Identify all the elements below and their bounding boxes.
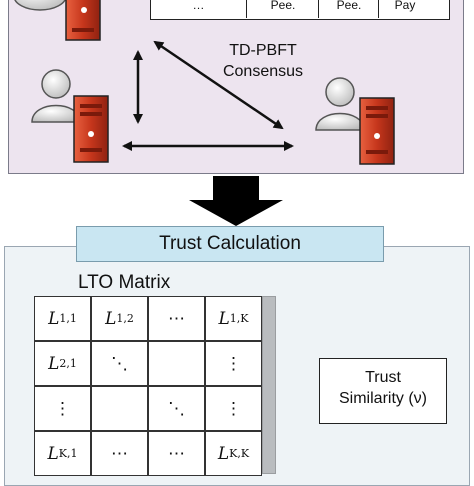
user-icon (315, 77, 365, 131)
table-cell-text: … (192, 0, 205, 12)
matrix-cell: ⋱ (91, 341, 148, 386)
server-icon (65, 0, 101, 41)
matrix-cell: ⋮ (205, 386, 262, 431)
matrix-cell-symbol: L (48, 308, 60, 329)
matrix-cell-symbol: ⋱ (168, 398, 185, 419)
diagonal-arrow (153, 40, 284, 130)
matrix-cell-subscript: 1,1 (59, 312, 77, 325)
matrix-cell: ⋮ (34, 386, 91, 431)
table-cell: Pee. (246, 0, 319, 18)
matrix-cell-symbol: ⋯ (111, 443, 128, 464)
matrix-cell-symbol: L (218, 308, 230, 329)
matrix-side-bar (262, 296, 276, 474)
matrix-cell: ⋮ (205, 341, 262, 386)
consensus-label-line2: Consensus (222, 63, 304, 80)
down-arrow (189, 176, 283, 226)
matrix-cell (148, 341, 205, 386)
matrix-cell-subscript: K,K (229, 447, 250, 460)
user-icon (14, 0, 66, 11)
matrix-cell-symbol: ⋮ (54, 398, 71, 419)
matrix-cell: ⋯ (148, 296, 205, 341)
node-right (315, 77, 395, 165)
matrix-cell: ⋯ (91, 431, 148, 476)
matrix-cell-symbol: ⋱ (111, 353, 128, 374)
matrix-cell-symbol: ⋯ (168, 308, 185, 329)
diagram-graphics (14, 0, 395, 474)
matrix-cell-symbol: ⋮ (225, 353, 242, 374)
matrix-cell-subscript: 1,K (229, 312, 249, 325)
trust-similarity-box: Trust Similarity (ν) (319, 358, 447, 424)
table-cell-text: Pee. (270, 0, 296, 12)
trust-calculation-header: Trust Calculation (76, 226, 384, 262)
consensus-label: TD-PBFT Consensus (208, 40, 318, 82)
table-cell: Pee. (318, 0, 379, 18)
matrix-cell: ⋱ (148, 386, 205, 431)
matrix-cell-symbol: ⋯ (168, 443, 185, 464)
table-cell-text: Pee. (336, 0, 362, 12)
matrix-cell-symbol: L (105, 308, 117, 329)
matrix-cell-symbol: L (48, 353, 60, 374)
table-cell: Pay (378, 0, 431, 18)
similarity-line1: Trust (365, 369, 401, 386)
matrix-cell-symbol: L (47, 443, 59, 464)
matrix-cell (91, 386, 148, 431)
top-table: … Pee. Pee. Pay (150, 0, 450, 20)
similarity-line2: Similarity (ν) (339, 390, 427, 407)
table-cell-text: Pay (394, 0, 416, 12)
node-top-left (14, 0, 101, 41)
matrix-cell-subscript: K,1 (58, 447, 78, 460)
matrix-cell: ⋯ (148, 431, 205, 476)
table-cell: … (151, 0, 246, 18)
lto-matrix-title: LTO Matrix (78, 272, 171, 293)
matrix-cell-symbol: ⋮ (225, 398, 242, 419)
matrix-cell-subscript: 1,2 (116, 312, 134, 325)
node-bottom-left (31, 69, 109, 163)
user-icon (31, 69, 81, 123)
matrix-cell-symbol: L (217, 443, 230, 464)
consensus-label-line1: TD-PBFT (229, 42, 297, 59)
server-icon (359, 97, 395, 165)
consensus-arrows (122, 40, 294, 151)
matrix-cell-subscript: 2,1 (59, 357, 77, 370)
server-icon (73, 95, 109, 163)
